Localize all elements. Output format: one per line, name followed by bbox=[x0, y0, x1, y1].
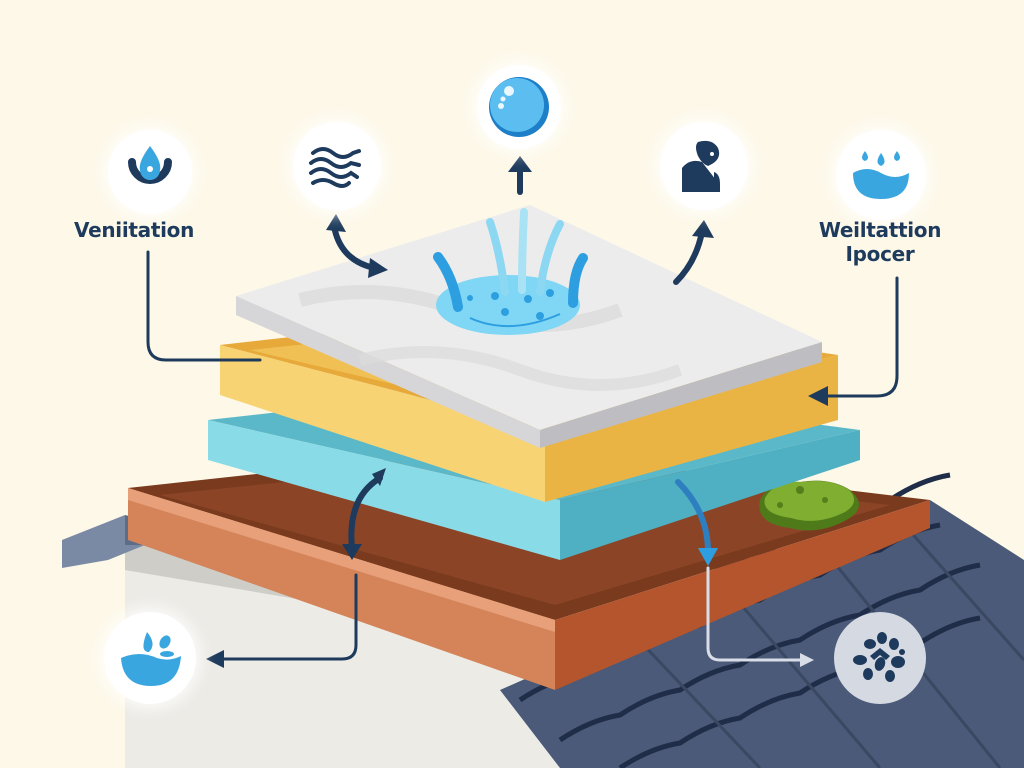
water-drops-bowl-icon bbox=[836, 130, 926, 220]
label-right-line1: Weiltattion bbox=[818, 218, 942, 242]
moss-patch bbox=[759, 480, 859, 531]
mold-spores-icon bbox=[834, 612, 926, 704]
water-splash-bowl-icon bbox=[104, 612, 196, 704]
water-drop-cycle-icon bbox=[108, 130, 192, 214]
label-right-line2: Ipocer bbox=[845, 242, 915, 266]
waves-layers-icon bbox=[293, 122, 381, 210]
drain-vapor-graphic bbox=[433, 208, 588, 335]
flow-arrows bbox=[146, 156, 899, 668]
label-ventilation: Veniitation bbox=[74, 218, 195, 242]
water-bubble-icon bbox=[477, 65, 561, 149]
person-thinking-icon bbox=[660, 122, 748, 210]
label-right-caption: Weiltattion Ipocer bbox=[815, 218, 945, 266]
